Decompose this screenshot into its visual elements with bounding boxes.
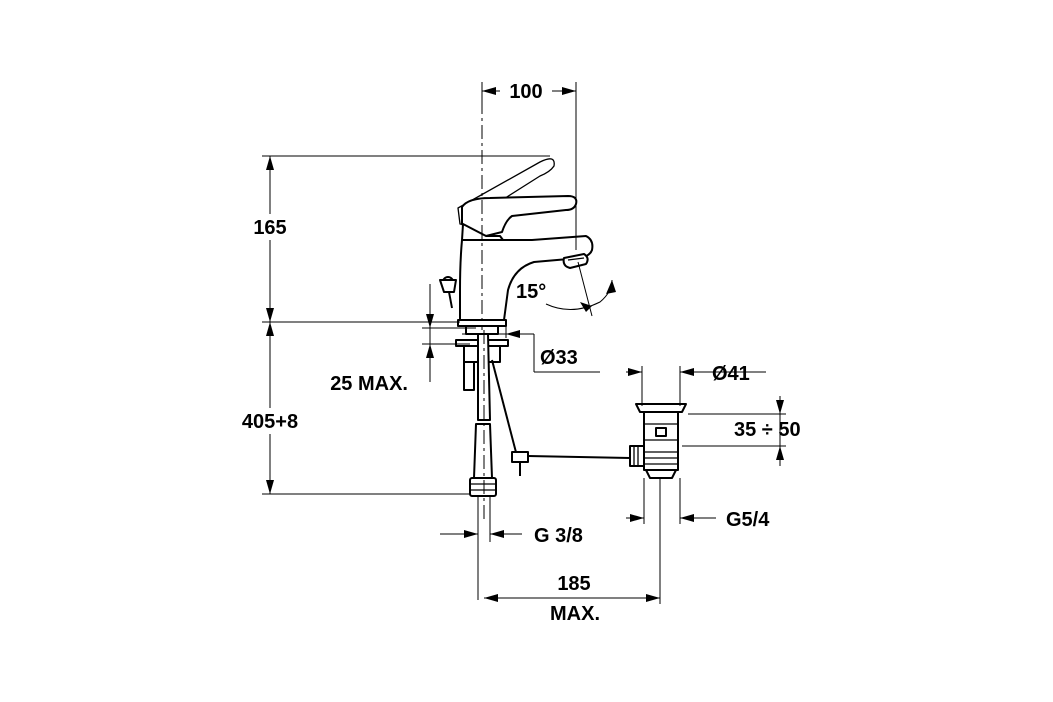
under-deck-parts (455, 333, 631, 497)
lever-angle-label: 15° (516, 281, 546, 303)
popup-rod (491, 359, 519, 461)
dim-height-above-deck: 165 (244, 155, 550, 323)
waste-pivot (629, 445, 645, 467)
waste-offset-label: 185 (557, 573, 590, 595)
faucet-column (459, 235, 594, 321)
waste-height-label: 35 ÷ 50 (734, 419, 801, 441)
rod-clevis (511, 451, 529, 463)
height-below-deck-label: 405+8 (242, 411, 298, 433)
dim-waste-thread: G5/4 (626, 478, 770, 531)
popup-rod-top (439, 279, 457, 293)
fixing-stud (463, 361, 475, 391)
dim-supply-thread: G 3/8 (440, 496, 583, 600)
waste-diameter-label: Ø41 (712, 363, 750, 385)
pull-rod (527, 455, 631, 459)
waste-outlet (645, 469, 677, 479)
hose-nut (469, 477, 497, 497)
waste-flange (635, 403, 687, 413)
aerator (562, 253, 589, 269)
lever-handle (461, 195, 578, 237)
spout-reach-label: 100 (509, 81, 542, 103)
popup-waste (629, 403, 687, 479)
supply-hose-lower (473, 423, 493, 479)
faucet-body (439, 158, 594, 335)
dim-spout-reach: 100 (481, 80, 577, 250)
body-diameter-label: Ø33 (540, 347, 578, 369)
dim-waste-diameter: Ø41 (626, 363, 766, 406)
height-above-deck-label: 165 (253, 217, 286, 239)
dim-waste-offset: 185 MAX. (484, 478, 661, 625)
waste-thread-label: G5/4 (726, 509, 770, 531)
dim-height-below-deck: 405+8 (228, 322, 470, 495)
dim-deck-thickness: 25 MAX. (330, 284, 476, 395)
deck-thickness-label: 25 MAX. (330, 373, 408, 395)
supply-thread-label: G 3/8 (534, 525, 583, 547)
waste-body (643, 411, 679, 471)
dim-lever-angle: 15° (516, 261, 616, 317)
dim-waste-height: 35 ÷ 50 (682, 396, 801, 466)
dim-body-diameter: Ø33 (462, 322, 600, 373)
waste-offset-max-label: MAX. (550, 603, 600, 625)
